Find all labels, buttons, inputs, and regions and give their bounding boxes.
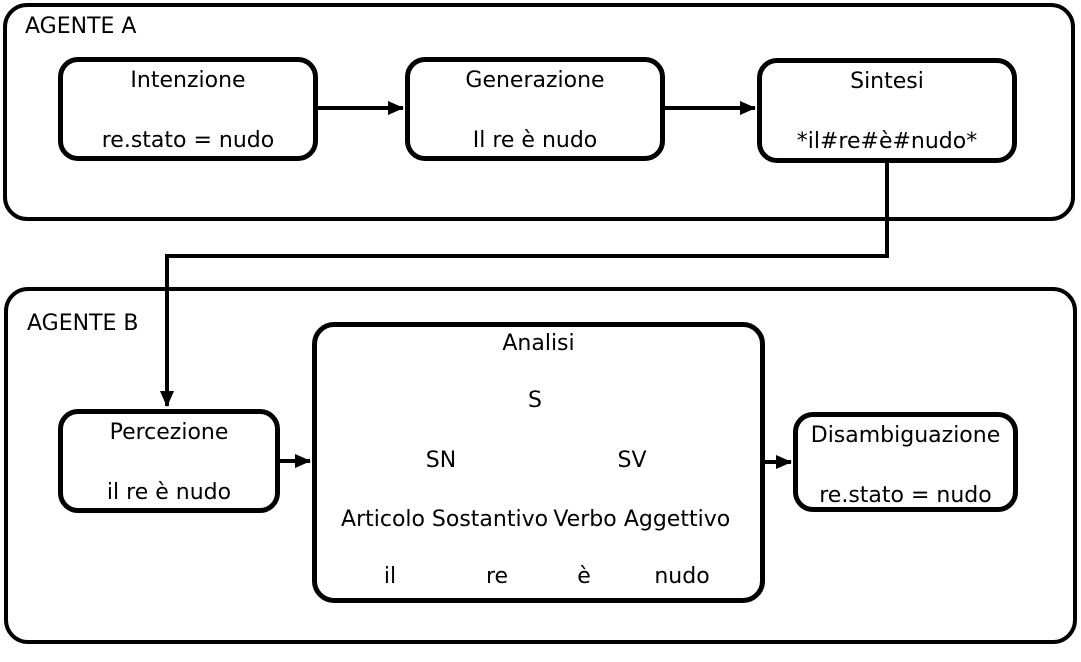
agent-b-container: AGENTE B bbox=[4, 287, 1077, 644]
tree-node-articolo: Articolo bbox=[341, 507, 425, 532]
percezione-title: Percezione bbox=[109, 420, 229, 445]
agent-a-label: AGENTE A bbox=[25, 14, 137, 39]
tree-node-s: S bbox=[528, 388, 542, 413]
intenzione-title: Intenzione bbox=[130, 68, 246, 93]
sintesi-value: *il#re#è#nudo* bbox=[796, 129, 978, 154]
tree-node-aggettivo: Aggettivo bbox=[623, 507, 731, 532]
agent-b-label: AGENTE B bbox=[27, 311, 139, 336]
node-sintesi: Sintesi *il#re#è#nudo* bbox=[757, 58, 1017, 163]
agent-a-container: AGENTE A bbox=[3, 3, 1075, 221]
node-percezione: Percezione il re è nudo bbox=[58, 409, 280, 513]
node-analisi: Analisi bbox=[312, 322, 765, 603]
tree-node-sv: SV bbox=[617, 448, 647, 473]
tree-node-sostantivo: Sostantivo bbox=[431, 507, 549, 532]
node-intenzione: Intenzione re.stato = nudo bbox=[58, 57, 318, 161]
tree-node-verbo: Verbo bbox=[553, 507, 617, 532]
tree-leaf-nudo: nudo bbox=[654, 564, 710, 589]
percezione-value: il re è nudo bbox=[106, 480, 232, 505]
arrow-sintesi-to-percezione bbox=[160, 161, 889, 407]
tree-node-sn: SN bbox=[425, 448, 457, 473]
disambiguazione-title: Disambiguazione bbox=[810, 423, 1001, 448]
intenzione-value: re.stato = nudo bbox=[101, 128, 275, 153]
generazione-value: Il re è nudo bbox=[472, 128, 598, 153]
sintesi-title: Sintesi bbox=[850, 69, 924, 94]
analisi-title: Analisi bbox=[502, 331, 575, 356]
node-disambiguazione: Disambiguazione re.stato = nudo bbox=[793, 412, 1018, 512]
disambiguazione-value: re.stato = nudo bbox=[819, 483, 992, 508]
tree-leaf-re: re bbox=[485, 564, 509, 589]
node-generazione: Generazione Il re è nudo bbox=[405, 57, 665, 161]
tree-leaf-e: è bbox=[577, 564, 591, 589]
generazione-title: Generazione bbox=[465, 68, 605, 93]
tree-leaf-il: il bbox=[383, 564, 397, 589]
